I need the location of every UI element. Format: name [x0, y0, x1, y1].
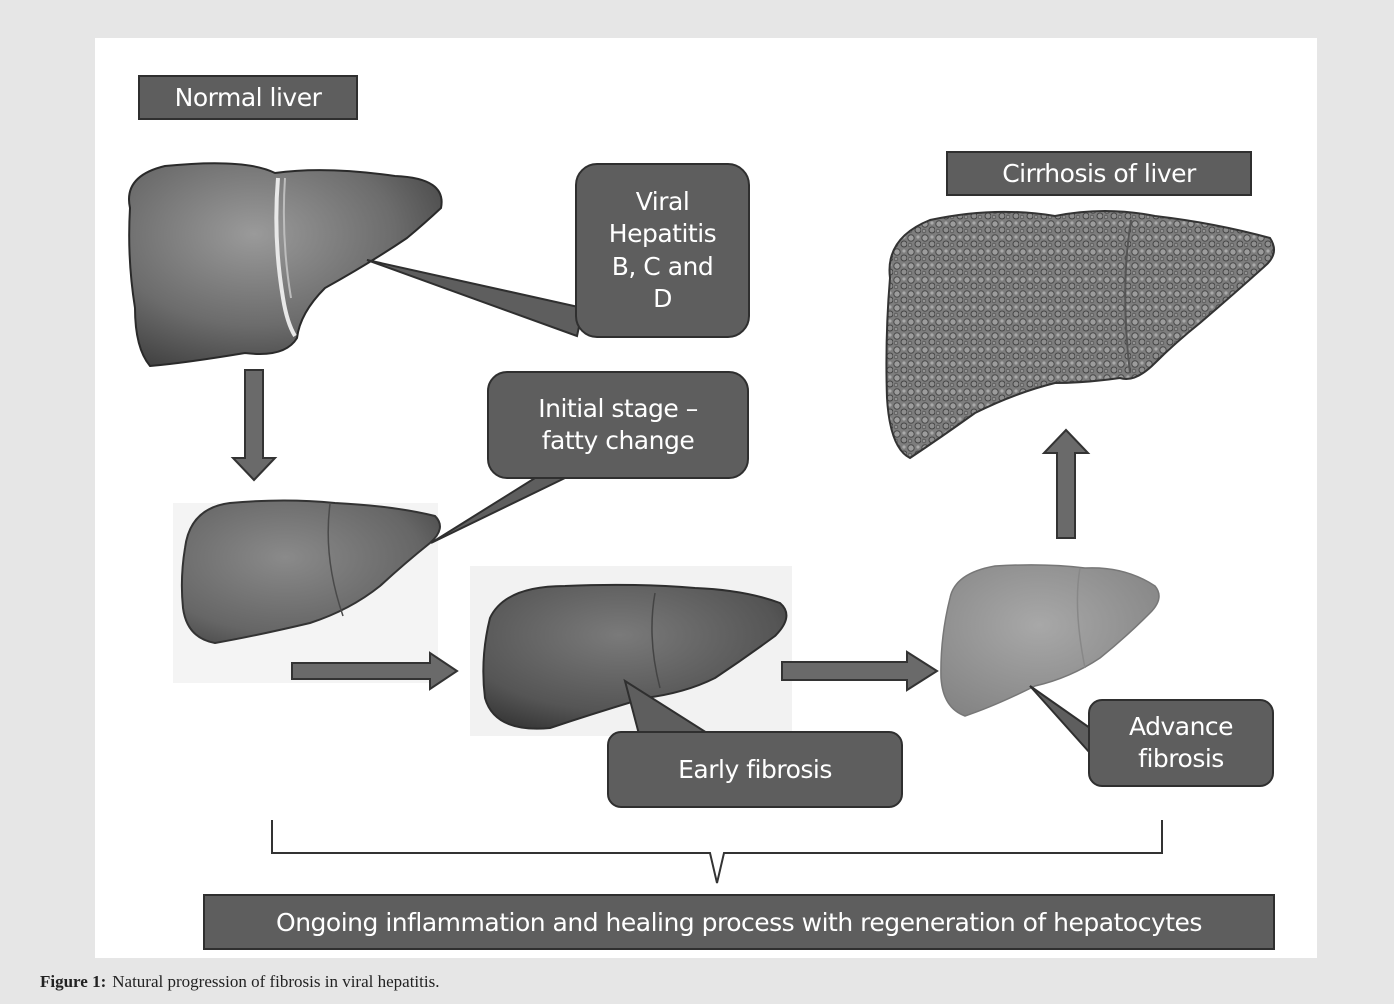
initial-stage-callout: Initial stage – fatty change	[487, 371, 749, 479]
figure-panel: Normal liver Cirrhosis of liver Viral He…	[95, 38, 1317, 958]
advance-fibrosis-liver-image	[941, 565, 1159, 716]
caption-text: Natural progression of fibrosis in viral…	[112, 972, 439, 991]
initial-stage-line: fatty change	[542, 425, 694, 458]
bracket-icon	[272, 820, 1162, 883]
ongoing-process-text: Ongoing inflammation and healing process…	[276, 908, 1202, 937]
early-fibrosis-callout: Early fibrosis	[607, 731, 903, 808]
cirrhosis-liver-image	[886, 211, 1274, 458]
normal-liver-label: Normal liver	[138, 75, 358, 120]
viral-callout-tail	[367, 260, 583, 336]
advance-fibrosis-line: fibrosis	[1138, 743, 1224, 776]
normal-liver-image	[129, 163, 442, 366]
viral-hepatitis-line: B, C and	[612, 251, 713, 284]
arrow-right-icon	[782, 652, 937, 690]
cirrhosis-label: Cirrhosis of liver	[946, 151, 1252, 196]
arrow-down-icon	[233, 370, 275, 480]
cirrhosis-text: Cirrhosis of liver	[1002, 159, 1196, 188]
advance-fibrosis-callout: Advance fibrosis	[1088, 699, 1274, 787]
arrow-up-icon	[1044, 430, 1088, 538]
viral-hepatitis-line: Viral	[636, 186, 690, 219]
normal-liver-text: Normal liver	[175, 83, 322, 112]
early-fibrosis-liver-image	[470, 566, 792, 736]
figure-caption: Figure 1: Natural progression of fibrosis…	[40, 972, 439, 992]
ongoing-process-label: Ongoing inflammation and healing process…	[203, 894, 1275, 950]
initial-callout-tail	[431, 478, 565, 543]
initial-stage-line: Initial stage –	[538, 393, 697, 426]
early-fibrosis-text: Early fibrosis	[678, 755, 832, 784]
fatty-liver-image	[173, 501, 440, 684]
viral-hepatitis-line: D	[653, 283, 672, 316]
advance-fibrosis-line: Advance	[1129, 711, 1233, 744]
viral-hepatitis-callout: Viral Hepatitis B, C and D	[575, 163, 750, 338]
advance-callout-tail	[1030, 686, 1090, 753]
caption-label: Figure 1:	[40, 972, 106, 991]
viral-hepatitis-line: Hepatitis	[609, 218, 716, 251]
